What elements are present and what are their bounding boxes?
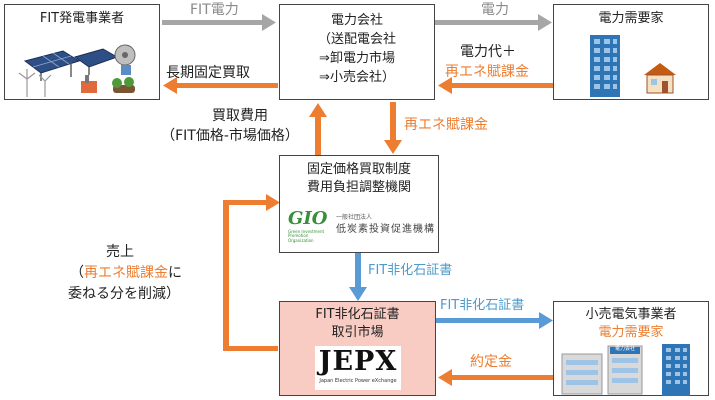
power-company-line3: ⇒卸電力市場 [319, 51, 395, 66]
label-long-term-purchase: 長期固定買取 [166, 65, 250, 81]
label-power-fee-line1: 電力代＋ [460, 44, 516, 60]
jepx-logo-text: JEPX [318, 346, 398, 377]
arrow-cert-right [435, 312, 553, 329]
label-sales-line1: 売上 [106, 244, 134, 260]
retailer-line2: 電力需要家 [598, 325, 664, 340]
jepx-logo: JEPX Japan Electric Power eXchange [315, 346, 401, 390]
certificate-market-line2: 取引市場 [331, 325, 384, 340]
node-certificate-market: FIT非化石証書 取引市場 JEPX Japan Electric Power … [279, 301, 436, 396]
arrow-power [435, 14, 552, 31]
label-cert-right: FIT非化石証書 [440, 298, 525, 313]
arrow-sales-loop [223, 194, 280, 351]
fit-generator-title: FIT発電事業者 [39, 11, 125, 26]
label-power: 電力 [481, 2, 509, 18]
adjustment-org-line2: 費用負担調整機関 [306, 180, 411, 195]
power-consumer-title: 電力需要家 [598, 11, 664, 26]
node-power-company: 電力会社 （送配電会社 ⇒卸電力市場 ⇒小売会社） [279, 4, 435, 100]
label-sales-line2-post: に [168, 265, 182, 281]
label-sales-line3: 委ねる分を削減） [68, 286, 180, 302]
retailer-line1: 小売電気事業者 [585, 307, 677, 322]
label-sales-line2-pre: （ [70, 265, 84, 281]
retailer-building-sign: 電力会社 [614, 346, 635, 352]
node-power-consumer: 電力需要家 [553, 4, 709, 100]
label-sales-line2: （再エネ賦課金に [70, 265, 182, 282]
power-company-line2: （送配電会社 [317, 32, 396, 47]
retailer-buildings-icon [561, 344, 690, 396]
certificate-market-line1: FIT非化石証書 [315, 307, 400, 322]
label-sales-line2-orange: 再エネ賦課金 [84, 265, 168, 281]
arrow-contract-money [438, 369, 554, 386]
adjustment-org-line1: 固定価格買取制度 [306, 162, 411, 177]
arrow-power-fee [438, 77, 553, 94]
gio-logo-sub: Green Investment Promotion Organization [288, 229, 325, 243]
jepx-logo-sub: Japan Electric Power eXchange [319, 378, 397, 384]
arrow-cert-down [349, 253, 367, 301]
arrow-purchase-cost [309, 103, 327, 155]
arrow-long-term-purchase [163, 77, 278, 94]
label-contract-money: 約定金 [470, 354, 512, 370]
arrow-fit-power [162, 14, 276, 31]
solar-wind-icon [18, 44, 136, 97]
power-company-line1: 電力会社 [330, 13, 383, 28]
gio-logo: GIO Green Investment Promotion Organizat… [288, 208, 435, 246]
gio-logo-name: 低炭素投資促進機構 [336, 224, 435, 235]
label-purchase-cost-line2: （FIT価格-市場価格） [161, 128, 299, 144]
gio-logo-text: GIO [288, 208, 328, 229]
building-house-icon [590, 35, 676, 97]
arrow-renewable-levy [384, 102, 402, 154]
gio-logo-small: 一般社団法人 [336, 214, 373, 221]
label-power-fee-line2: 再エネ賦課金 [445, 64, 529, 80]
label-cert-down: FIT非化石証書 [368, 263, 453, 278]
label-purchase-cost-line1: 買取費用 [212, 108, 268, 124]
node-adjustment-org: 固定価格買取制度 費用負担調整機関 GIO Green Investment P… [279, 155, 439, 253]
label-fit-power: FIT電力 [190, 2, 239, 18]
node-retailer: 小売電気事業者 電力需要家 [553, 301, 709, 396]
node-fit-generator: FIT発電事業者 [4, 4, 160, 100]
power-company-line4: ⇒小売会社） [319, 70, 395, 85]
label-renewable-levy: 再エネ賦課金 [404, 117, 488, 133]
